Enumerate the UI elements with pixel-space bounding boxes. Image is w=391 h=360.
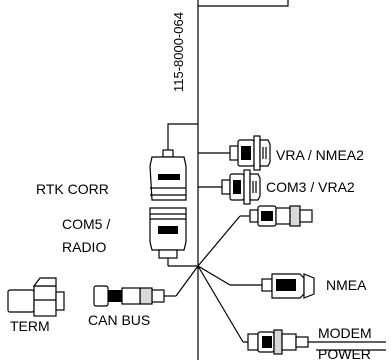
radio-label: RADIO (62, 239, 106, 255)
nmea-label: NMEA (326, 277, 367, 293)
vra-nmea2-label: VRA / NMEA2 (276, 147, 364, 163)
modem-label: MODEM (318, 325, 372, 341)
top-bracket-line (197, 0, 289, 7)
part-number-label: 115-8000-064 (171, 12, 186, 92)
term-connector (7, 277, 65, 317)
modem-power-connector (243, 329, 386, 355)
com5-radio-connector (149, 207, 187, 266)
power-label: POWER (318, 346, 371, 360)
rtk-corr-connector (149, 123, 198, 201)
vra-nmea2-connector (198, 135, 271, 171)
can-bus-label: CAN BUS (88, 312, 150, 328)
com3-vra2-connector (198, 169, 261, 205)
hub-junction (168, 215, 262, 343)
can-bus-connector (93, 285, 176, 307)
term-label: TERM (10, 318, 50, 334)
com5-label: COM5 / (62, 216, 110, 232)
com3-vra2-label: COM3 / VRA2 (266, 179, 355, 195)
rtk-corr-label: RTK CORR (36, 181, 109, 197)
nmea-connector (261, 273, 315, 299)
aux-cylinder-connector (240, 205, 313, 227)
